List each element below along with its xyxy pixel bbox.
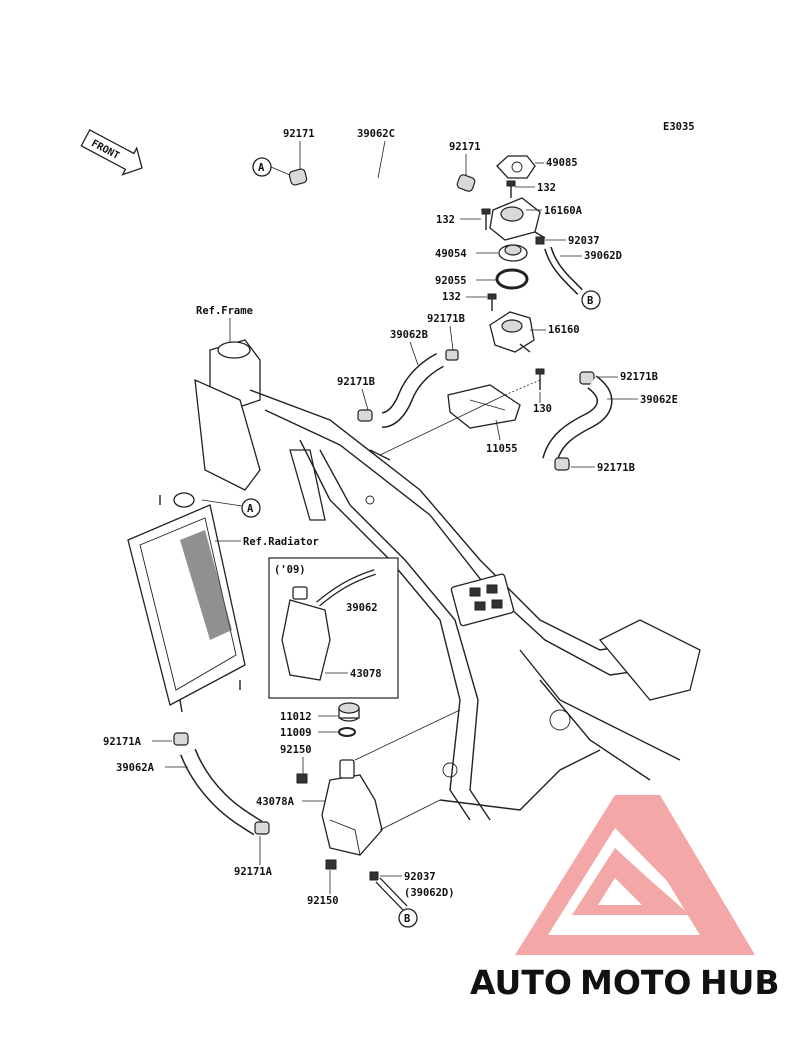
clip-92037-top [535, 236, 545, 245]
part-label-p92037_bottom: 92037 [404, 871, 436, 883]
hose-39062C [296, 158, 467, 195]
oring-92055 [495, 268, 529, 290]
part-label-p132_b: 132 [436, 214, 455, 226]
thermostat-49054 [498, 244, 528, 262]
clamp-92171B-c [579, 371, 595, 385]
clamp-92171-right [456, 174, 476, 192]
part-label-p92171B_c: 92171B [620, 371, 658, 383]
cap-11012 [338, 702, 360, 722]
part-label-p39062C: 39062C [357, 128, 395, 140]
part-label-p92171B_d: 92171B [597, 462, 635, 474]
part-label-p92171A_b: 92171A [234, 866, 273, 878]
clamp-92171-left [288, 168, 308, 186]
svg-text:('09): ('09) [274, 564, 306, 576]
part-label-p11055: 11055 [486, 443, 518, 455]
watermark-text: AUTO MOTO HUB [470, 963, 780, 1002]
clamp-92171B-b [357, 409, 373, 422]
part-label-p39062: 39062 [346, 602, 378, 614]
part-label-p132_c: 132 [442, 291, 461, 303]
part-label-p92150_a: 92150 [280, 744, 312, 756]
part-label-p43078: 43078 [350, 668, 382, 680]
part-label-p92037_top: 92037 [568, 235, 600, 247]
bolt-130 [535, 368, 545, 390]
bolt-132-b [481, 208, 491, 230]
clamp-92171B-d [554, 457, 570, 471]
radiator [127, 492, 246, 713]
hose-39062B [381, 352, 444, 428]
part-label-p92171B_a: 92171B [427, 313, 465, 325]
hose-39062D [544, 246, 583, 295]
part-label-p92171A_a: 92171A [103, 736, 142, 748]
ref-frame-label: Ref.Frame [196, 305, 253, 317]
label-text_part3: HUB [700, 963, 780, 1002]
part-label-p39062A: 39062A [116, 762, 155, 774]
part-label-p39062D: 39062D [584, 250, 622, 262]
part-label-p132_a: 132 [537, 182, 556, 194]
watermark-logo [515, 795, 755, 955]
gasket-11009 [338, 727, 356, 737]
part-label-p130: 130 [533, 403, 552, 415]
hose-39062D-lower [375, 877, 408, 911]
motorcycle-frame [194, 339, 701, 821]
part-label-p92171_left: 92171 [283, 128, 315, 140]
label-a: A [247, 503, 254, 515]
part-label-p39062D_paren: (39062D) [404, 887, 455, 899]
part-label-p49054: 49054 [435, 248, 467, 260]
part-label-p92055: 92055 [435, 275, 467, 287]
housing-16160 [489, 311, 535, 353]
clip-92037-bottom [369, 871, 379, 881]
connector-b-bottom: B [398, 908, 418, 928]
housing-16160A [489, 197, 546, 241]
tank-43078A [321, 759, 383, 856]
connector-a-mid: A [201, 498, 261, 518]
bolt-132-c [487, 293, 497, 311]
bolt-92150-a [296, 773, 308, 784]
front-arrow: FRONT [80, 129, 143, 176]
connector-b-top: B [581, 290, 601, 310]
part-label-p39062E: 39062E [640, 394, 678, 406]
hose-39062E [542, 375, 613, 463]
clamp-92171A-b [254, 821, 270, 835]
clamp-92171A-a [173, 732, 189, 746]
connector-a-top: A [252, 157, 291, 177]
part-label-p39062B: 39062B [390, 329, 428, 341]
cap-49085 [496, 155, 536, 179]
label-text_part1: AUTO [470, 963, 572, 1002]
ref-radiator-label: Ref.Radiator [243, 536, 319, 548]
hose-39062A [180, 748, 263, 836]
label-text_part2: MOTO [580, 963, 691, 1002]
part-label-p43078A: 43078A [256, 796, 295, 808]
label-b: B [404, 913, 410, 925]
bracket-11055 [447, 384, 521, 429]
bolt-92150-b [325, 859, 337, 870]
part-label-p11009: 11009 [280, 727, 312, 739]
part-label-p16160A: 16160A [544, 205, 583, 217]
label-a: A [258, 162, 265, 174]
inset-2009: ('09) 39062 43078 [268, 557, 399, 699]
clamp-92171B-a [445, 349, 459, 361]
bolt-132-a [506, 180, 516, 198]
diagram-code: E3035 [663, 121, 695, 133]
label-b: B [587, 295, 593, 307]
part-label-p92171_right: 92171 [449, 141, 481, 153]
part-label-p92150_b: 92150 [307, 895, 339, 907]
part-label-p11012: 11012 [280, 711, 312, 723]
part-label-p16160: 16160 [548, 324, 580, 336]
part-label-p92171B_b: 92171B [337, 376, 375, 388]
part-label-p49085: 49085 [546, 157, 578, 169]
